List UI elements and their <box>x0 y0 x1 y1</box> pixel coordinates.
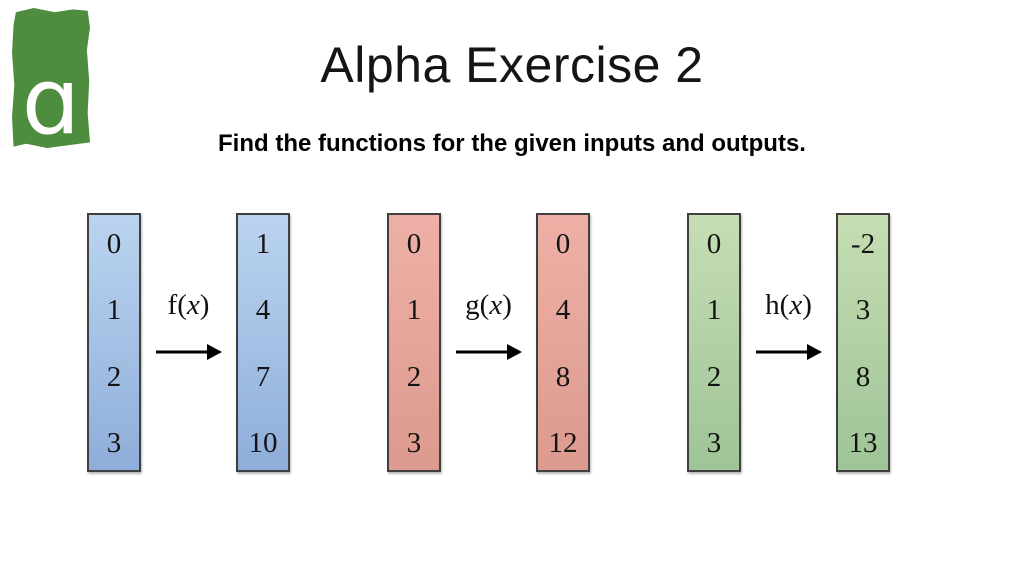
function-name: g <box>465 289 480 321</box>
input-column: 0 1 2 3 <box>387 213 441 472</box>
input-value: 2 <box>706 360 722 393</box>
output-value: 0 <box>555 228 571 260</box>
close-paren: ) <box>802 289 812 321</box>
function-name: f <box>167 289 178 321</box>
open-paren: ( <box>479 289 490 321</box>
function-arg: x <box>186 289 200 321</box>
instruction-text: Find the functions for the given inputs … <box>218 130 806 157</box>
output-value: -2 <box>850 228 876 260</box>
input-value: 3 <box>706 426 722 459</box>
function-mapping-h: 0 1 2 3 h(x) -2 3 8 13 <box>687 213 890 472</box>
input-value: 2 <box>106 360 122 393</box>
function-label-h: h(x) <box>741 287 836 323</box>
input-value: 3 <box>406 426 422 459</box>
function-label-f: f(x) <box>141 287 236 323</box>
input-value: 3 <box>106 426 122 459</box>
input-value: 0 <box>106 228 122 260</box>
output-value: 8 <box>855 360 871 393</box>
open-paren: ( <box>779 289 790 321</box>
input-value: 2 <box>406 360 422 393</box>
input-value: 1 <box>706 294 722 327</box>
output-value: 7 <box>255 360 271 393</box>
output-column: -2 3 8 13 <box>836 213 890 472</box>
function-name: h <box>765 289 780 321</box>
output-value: 1 <box>255 228 271 260</box>
input-value: 1 <box>106 294 122 327</box>
output-value: 12 <box>548 426 578 459</box>
output-value: 3 <box>855 294 871 327</box>
close-paren: ) <box>502 289 512 321</box>
function-arg: x <box>489 289 503 321</box>
input-column: 0 1 2 3 <box>687 213 741 472</box>
output-value: 8 <box>555 360 571 393</box>
output-column: 1 4 7 10 <box>236 213 290 472</box>
arrow-right-icon <box>455 344 522 360</box>
output-value: 4 <box>255 294 271 327</box>
output-value: 13 <box>848 426 878 459</box>
open-paren: ( <box>177 289 187 321</box>
input-value: 0 <box>706 228 722 260</box>
close-paren: ) <box>199 289 210 321</box>
input-value: 0 <box>406 228 422 260</box>
arrow-line <box>755 350 810 354</box>
arrow-head <box>806 344 822 360</box>
arrow-right-icon <box>155 344 222 360</box>
function-arg: x <box>789 289 803 321</box>
page-title: Alpha Exercise 2 <box>320 37 704 93</box>
arrow-line <box>455 350 510 354</box>
output-value: 10 <box>248 426 278 459</box>
input-value: 1 <box>406 294 422 327</box>
function-mapping-g: 0 1 2 3 g(x) 0 4 8 12 <box>387 213 590 472</box>
output-column: 0 4 8 12 <box>536 213 590 472</box>
function-mapping-f: 0 1 2 3 f(x) 1 4 7 10 <box>87 213 290 472</box>
input-column: 0 1 2 3 <box>87 213 141 472</box>
function-label-g: g(x) <box>441 287 536 323</box>
output-value: 4 <box>555 294 571 327</box>
arrow-line <box>155 350 210 354</box>
arrow-right-icon <box>755 344 822 360</box>
arrow-head <box>506 344 522 360</box>
arrow-head <box>206 344 222 360</box>
alpha-logo: ɑ <box>12 8 90 148</box>
